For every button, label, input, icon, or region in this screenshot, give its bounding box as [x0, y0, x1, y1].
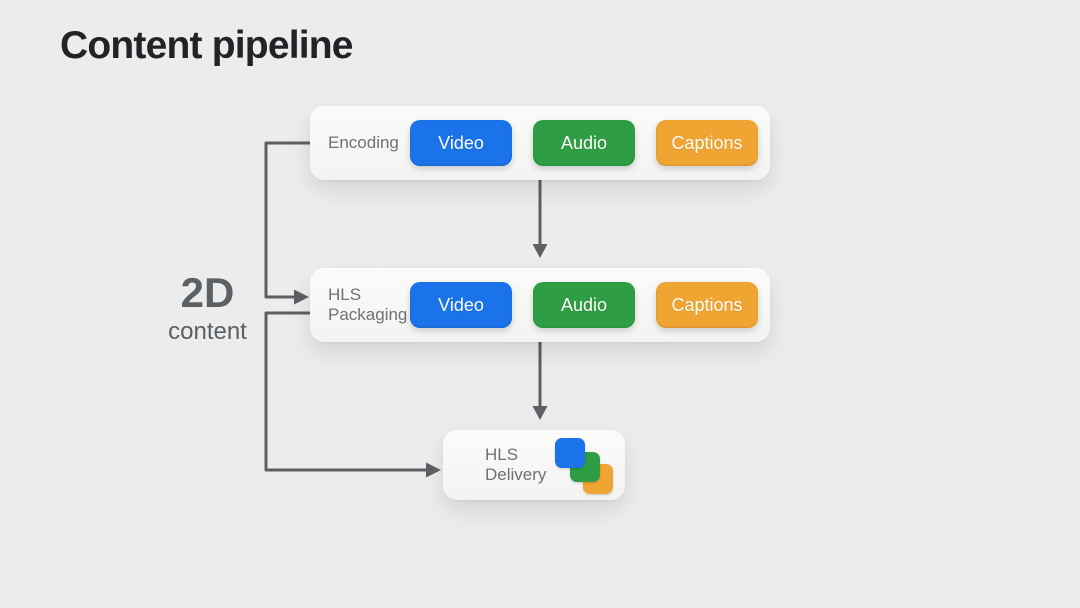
track-pill-captions: Captions	[656, 120, 758, 166]
stage-box-hls-delivery: HLS Delivery	[443, 430, 625, 500]
arrowhead-into-delivery-left	[426, 462, 441, 478]
stage-box-hls-packaging: HLS Packaging Video Audio Captions	[310, 268, 770, 342]
track-list-hls-packaging: Video Audio Captions	[410, 282, 758, 328]
page-title: Content pipeline	[60, 24, 353, 67]
track-list-encoding: Video Audio Captions	[410, 120, 758, 166]
track-pill-captions: Captions	[656, 282, 758, 328]
stacked-squares-icon	[555, 438, 615, 496]
source-label: 2D content	[140, 272, 275, 346]
arrowhead-into-delivery-down	[532, 406, 548, 420]
blue-square-icon	[555, 438, 585, 468]
source-label-secondary: content	[168, 318, 247, 345]
track-pill-audio: Audio	[533, 120, 635, 166]
stage-label-hls-packaging: HLS Packaging	[328, 285, 408, 324]
arrowhead-into-packaging-left	[294, 289, 309, 305]
source-label-primary: 2D	[180, 269, 235, 316]
stage-box-encoding: Encoding Video Audio Captions	[310, 106, 770, 180]
track-pill-audio: Audio	[533, 282, 635, 328]
arrowhead-into-packaging-down	[532, 244, 548, 258]
track-pill-video: Video	[410, 120, 512, 166]
stage-label-encoding: Encoding	[328, 133, 399, 153]
track-pill-video: Video	[410, 282, 512, 328]
stage-label-hls-delivery: HLS Delivery	[485, 444, 547, 484]
